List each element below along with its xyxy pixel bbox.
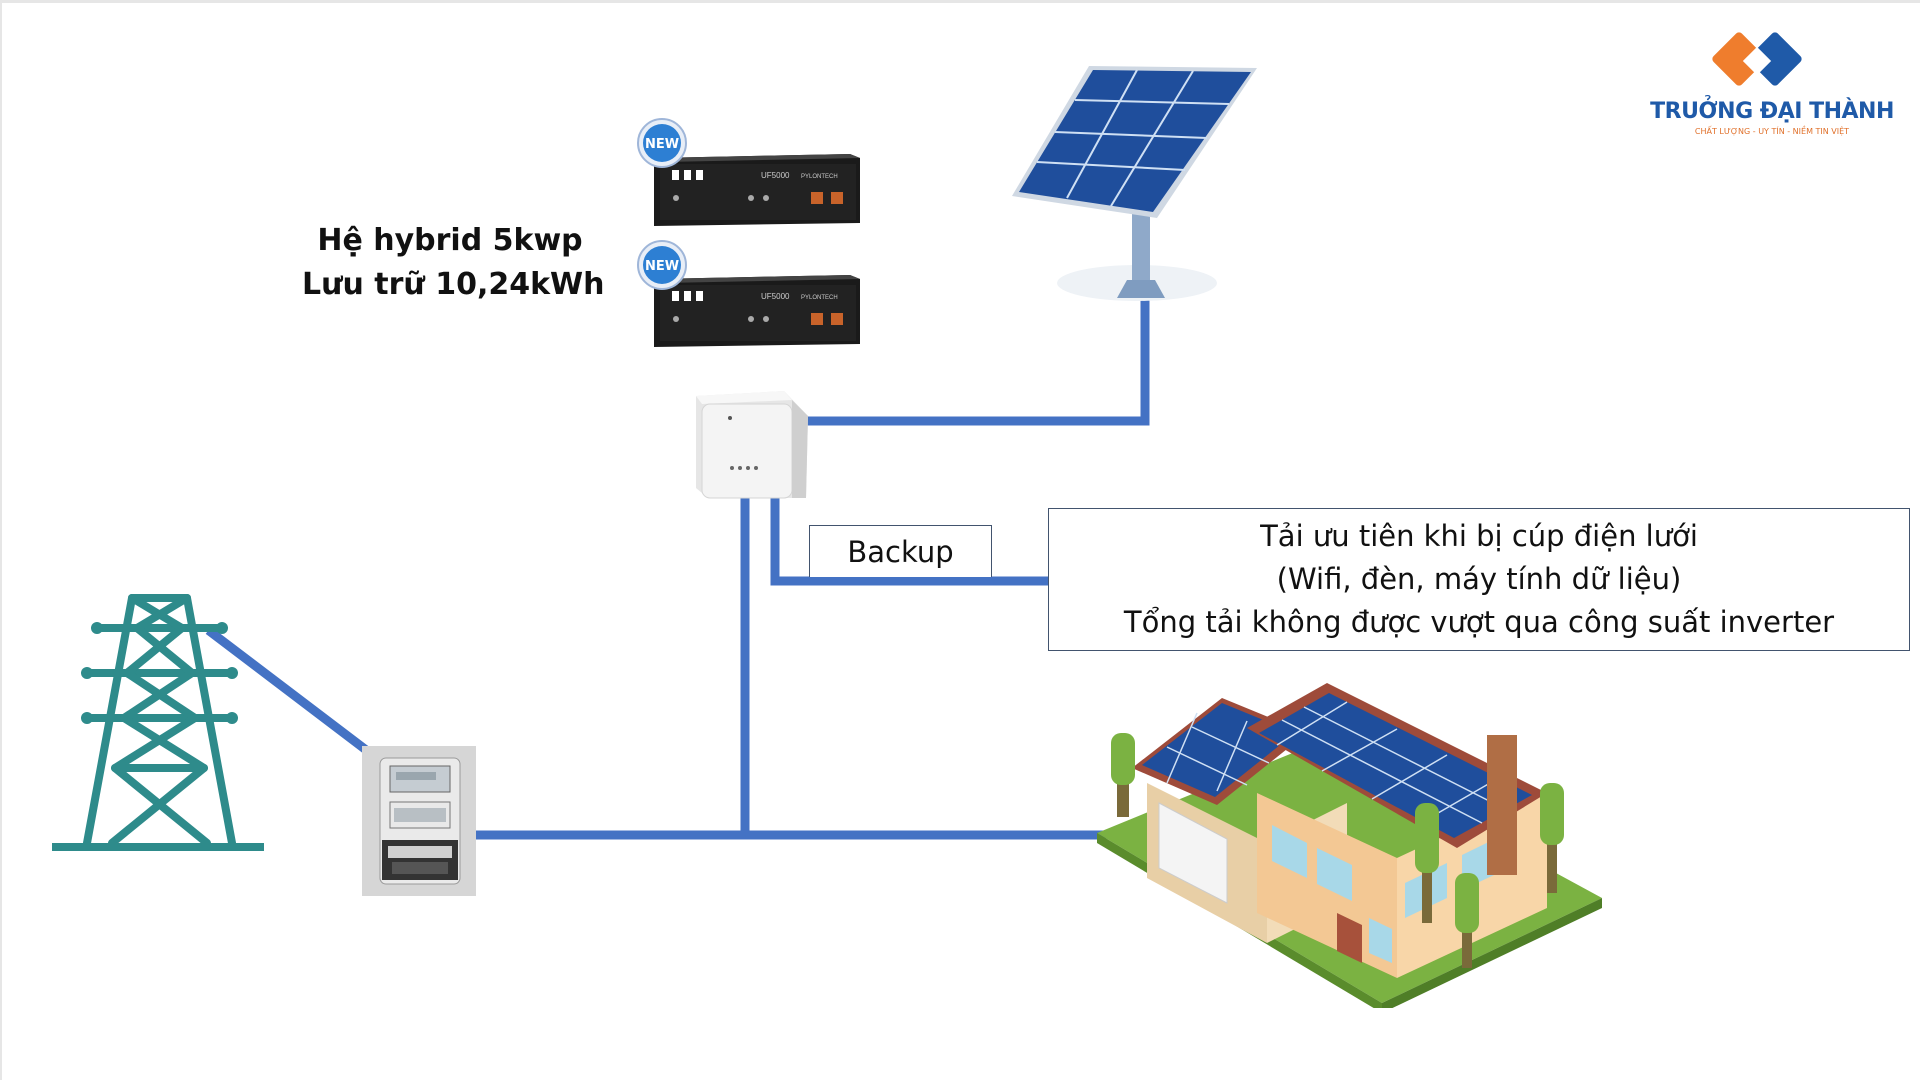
battery-brand-1: PYLONTECH	[801, 174, 838, 180]
house-with-solar-roof-icon	[1097, 683, 1602, 1008]
battery-model-2: UF5000	[761, 292, 790, 301]
backup-label: Backup	[847, 534, 954, 569]
wire-backup	[770, 493, 1053, 586]
battery-model-1: UF5000	[761, 171, 790, 180]
svg-text:NEW: NEW	[645, 259, 679, 274]
battery-brand-2: PYLONTECH	[801, 295, 838, 301]
new-badge-1: NEW	[637, 118, 687, 168]
battery-module-2: UF5000 PYLONTECH	[636, 239, 862, 349]
callout-line-3: Tổng tải không được vượt qua công suất i…	[1123, 605, 1835, 639]
callout-line-2: (Wifi, đèn, máy tính dữ liệu)	[1276, 562, 1682, 596]
wire-solar-to-inverter	[802, 298, 1150, 426]
battery-module-1: UF5000 PYLONTECH	[636, 118, 862, 228]
callout-line-1: Tải ưu tiên khi bị cúp điện lưới	[1260, 519, 1698, 553]
company-logo-tagline: CHẤT LƯỢNG - UY TÍN - NIỀM TIN VIỆT	[1694, 127, 1850, 136]
storage-subtitle: Lưu trữ 10,24kWh	[302, 267, 605, 302]
wire-tower-to-meter	[205, 626, 377, 760]
wiring-diagram	[205, 298, 1150, 840]
electric-meter-icon	[362, 746, 476, 896]
svg-text:NEW: NEW	[645, 137, 679, 152]
system-title: Hệ hybrid 5kwp	[317, 223, 583, 258]
backup-label-box: Backup	[809, 525, 992, 577]
company-logo-icon	[1712, 32, 1802, 86]
solar-panel-icon	[1012, 66, 1257, 301]
new-badge-2: NEW	[637, 240, 687, 290]
company-logo-name: TRUỞNG ĐẠI THÀNH	[1650, 99, 1894, 124]
hybrid-inverter-icon	[696, 391, 808, 499]
priority-load-callout: Tải ưu tiên khi bị cúp điện lưới (Wifi, …	[1048, 508, 1910, 651]
transmission-tower-icon	[52, 594, 264, 851]
